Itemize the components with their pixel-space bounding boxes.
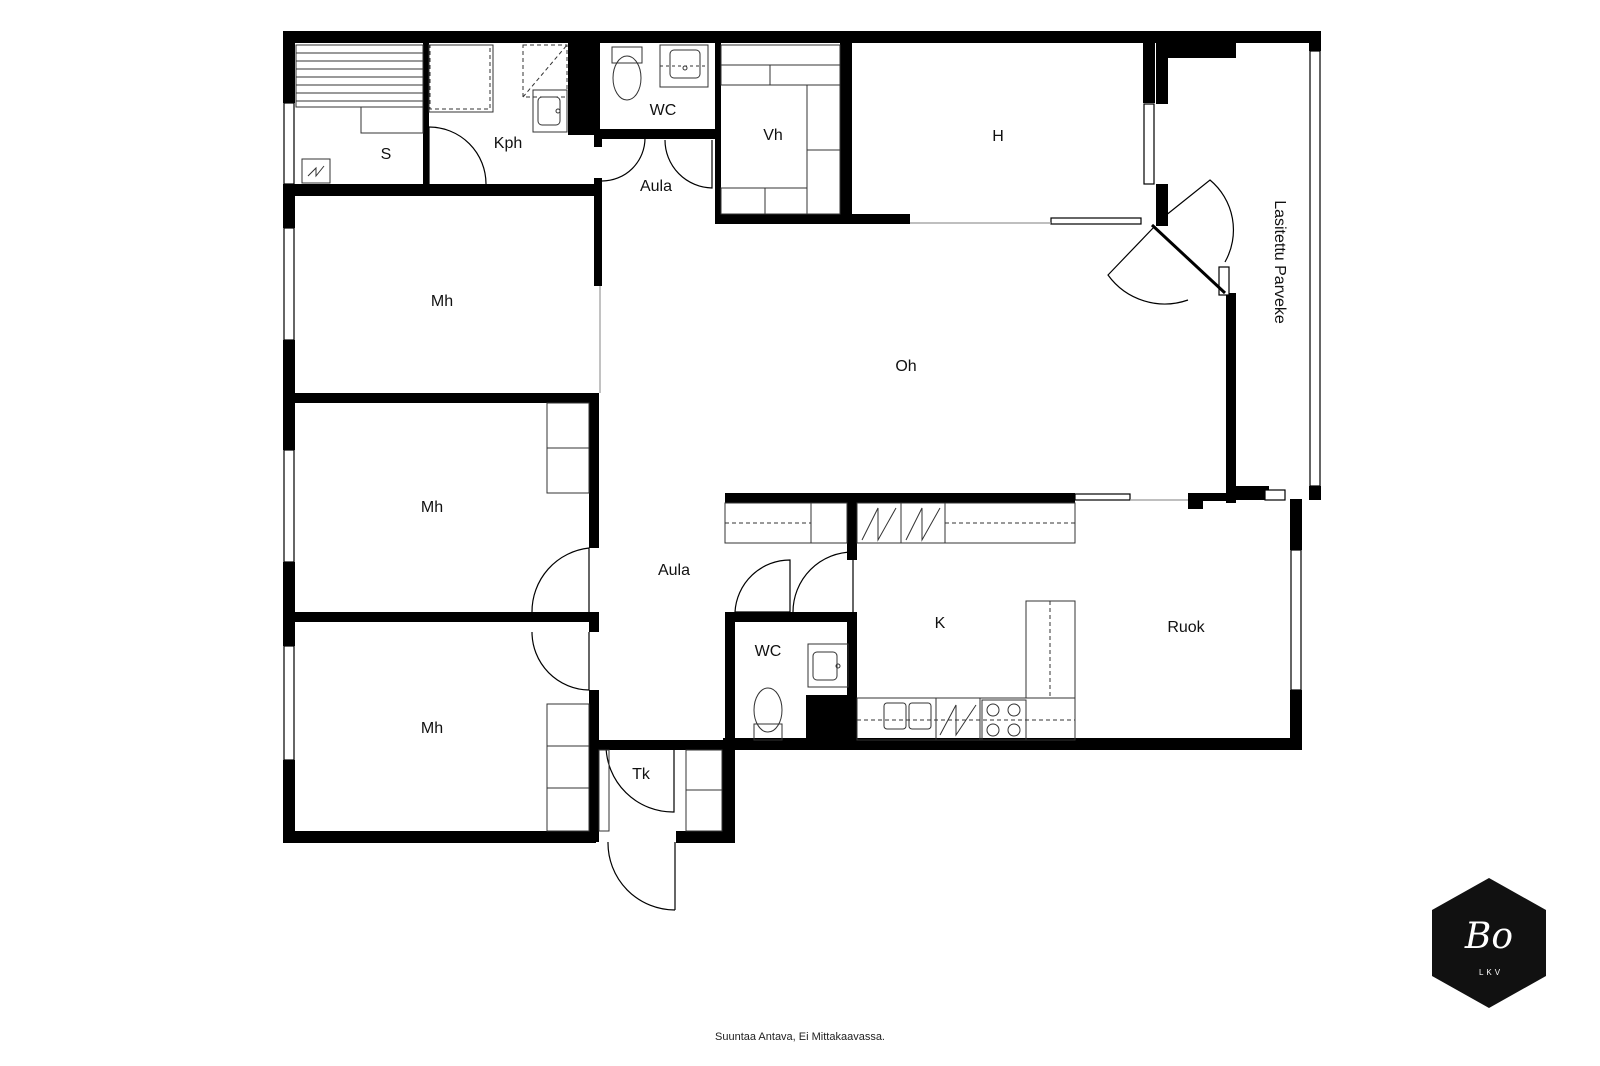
room-label-k: K <box>935 615 946 632</box>
windows <box>283 50 1321 761</box>
room-label-aula-mid: Aula <box>658 562 690 579</box>
company-logo: Bo LKV <box>1432 878 1546 1008</box>
room-label-mh-1: Mh <box>431 293 453 310</box>
fixtures <box>295 44 1076 832</box>
toilet-icon <box>611 46 643 101</box>
wardrobe <box>598 749 723 832</box>
sink-icon <box>807 643 849 688</box>
sauna-bench <box>295 44 424 134</box>
walls <box>283 31 1321 843</box>
room-label-tk: Tk <box>632 766 651 783</box>
room-label-balcony: Lasitettu Parveke <box>1271 200 1288 324</box>
cabinet-row <box>724 502 848 544</box>
room-label-aula-top: Aula <box>640 178 672 195</box>
toilet-icon <box>753 687 783 741</box>
room-label-mh-3: Mh <box>421 720 443 737</box>
room-label-h: H <box>992 128 1004 145</box>
room-label-ruok: Ruok <box>1167 619 1205 636</box>
room-label-wc-top: WC <box>650 102 677 119</box>
sauna-stove-icon <box>301 158 331 184</box>
doors <box>428 126 1235 911</box>
room-label-wc-mid: WC <box>755 643 782 660</box>
wardrobe <box>546 402 590 494</box>
kitchen-upper-cabinets <box>856 502 1076 544</box>
room-label-kph: Kph <box>494 135 522 152</box>
room-label-oh: Oh <box>895 358 916 375</box>
wardrobe <box>546 703 590 832</box>
sink-icon <box>532 89 568 133</box>
kitchen-sink-icon <box>883 702 932 730</box>
room-labels: S Kph WC Vh H Aula Mh Oh Mh Aula WC K Ru… <box>381 102 1288 783</box>
room-label-s: S <box>381 146 392 163</box>
logo-monogram: Bo <box>1464 916 1513 957</box>
room-label-vh: Vh <box>763 127 783 144</box>
stove-icon <box>981 699 1027 741</box>
disclaimer-note: Suuntaa Antava, Ei Mittakaavassa. <box>715 1031 885 1043</box>
dishwasher-icon <box>935 697 981 741</box>
logo-subtitle: LKV <box>1479 968 1503 977</box>
room-label-mh-2: Mh <box>421 499 443 516</box>
sink-icon <box>659 44 709 88</box>
wardrobe <box>720 44 841 215</box>
